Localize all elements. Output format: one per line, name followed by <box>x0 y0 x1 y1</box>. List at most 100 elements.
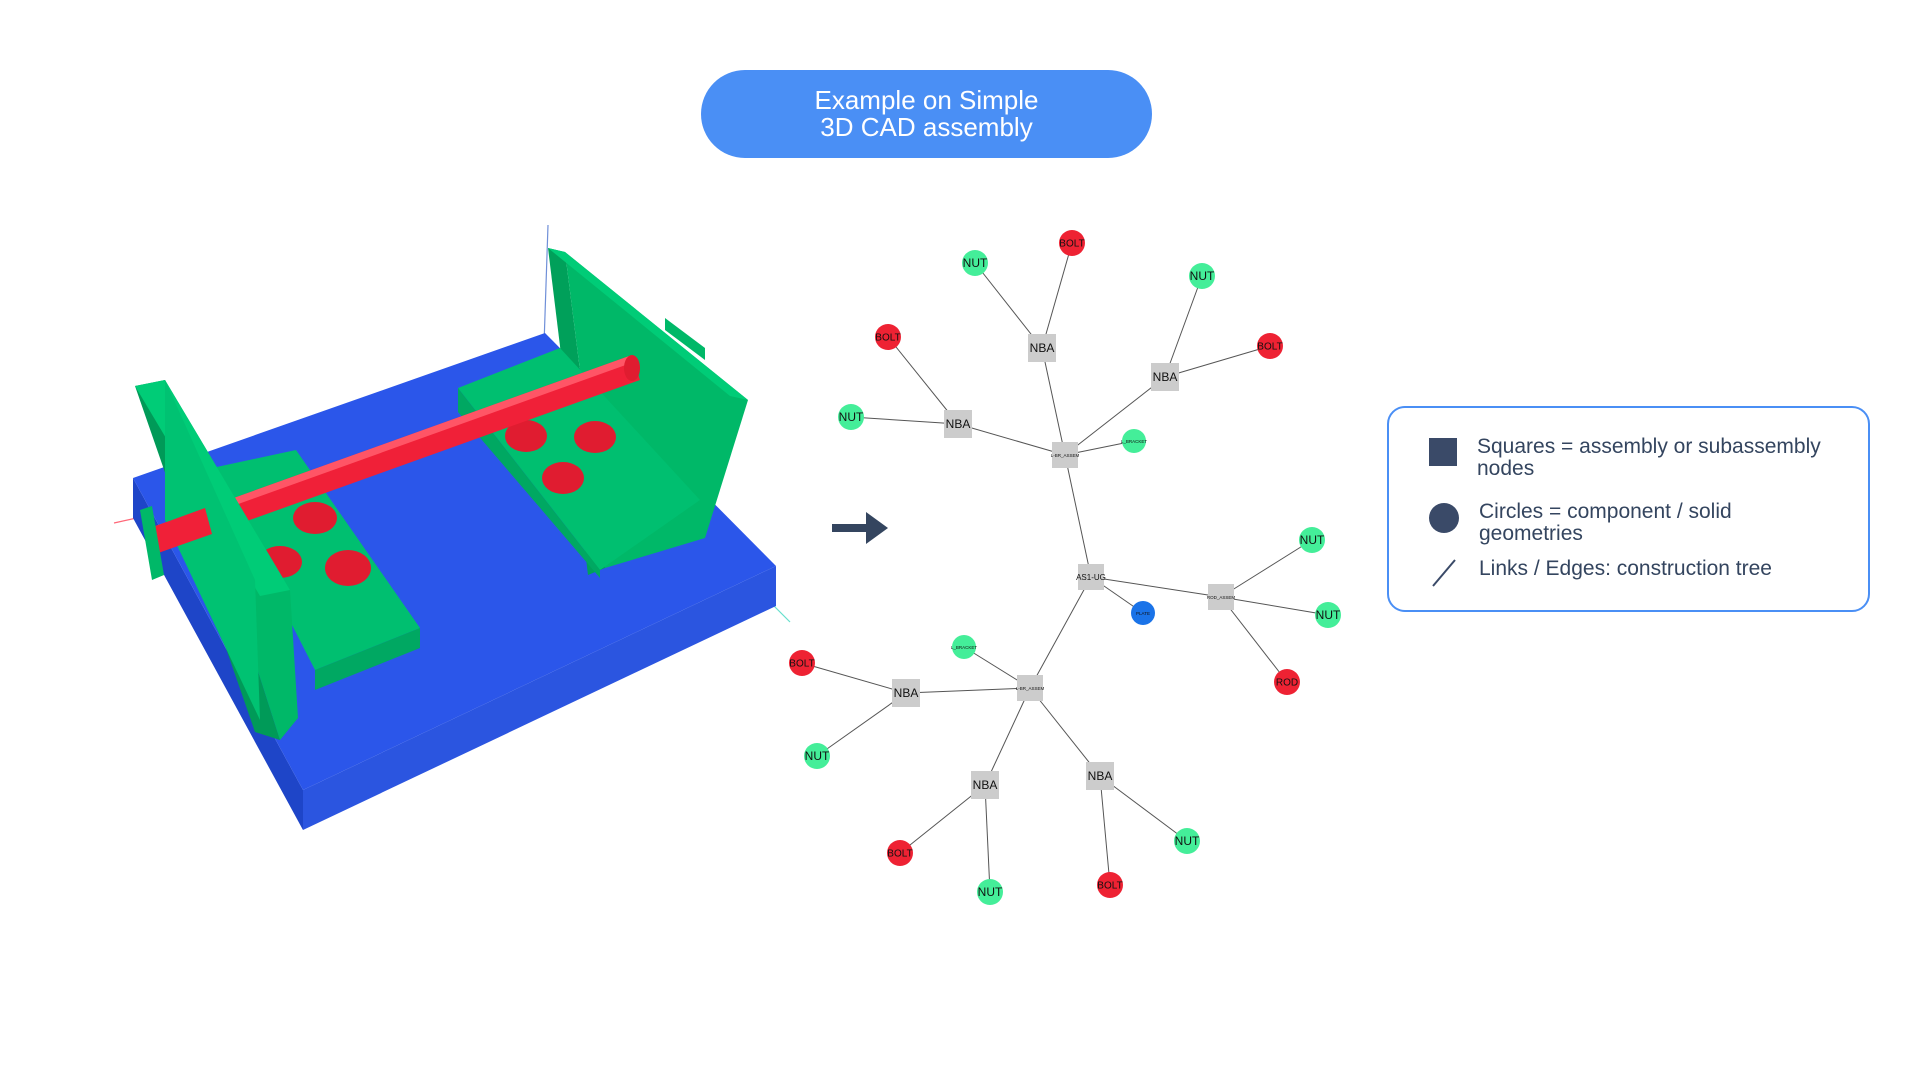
title-pill: Example on Simple 3D CAD assembly <box>701 70 1152 158</box>
circle-node-shape <box>1299 527 1325 553</box>
legend-text-links: Links / Edges: construction tree <box>1479 557 1772 580</box>
tree-edge-ubb-nba5 <box>984 687 1031 786</box>
front-bracket-upright-face <box>165 380 260 720</box>
legend-text-circles: Circles = component / solid geometries <box>1479 500 1732 545</box>
circle-icon <box>1429 503 1459 533</box>
tree-node-label: AS1-UG <box>1076 573 1106 582</box>
tree-node-nba1: NBA <box>1028 334 1056 362</box>
circle-node-shape <box>1315 602 1341 628</box>
tree-edge-root-ubt <box>1064 454 1092 578</box>
rod-highlight <box>150 355 634 535</box>
z-axis-line <box>543 224 549 346</box>
tree-node-nba4: NBA <box>892 679 920 707</box>
tree-edge-nba5-bb_nut2 <box>984 784 991 893</box>
tree-node-r_nut2: NUT <box>1315 602 1341 628</box>
tree-node-bb_bolt1: BOLT <box>789 650 815 676</box>
tree-node-bb_nut1: NUT <box>804 743 830 769</box>
tree-node-label: NBA <box>946 417 971 431</box>
base-plate-side-front <box>303 566 776 830</box>
legend-row-links: Links / Edges: construction tree <box>1429 558 1839 588</box>
tree-node-label: NUT <box>1316 608 1341 622</box>
tree-edge-nba2-bt_nut2 <box>1164 275 1203 378</box>
tree-edge-nba6-bb_bolt3 <box>1099 775 1111 886</box>
tree-node-bt_bolt1: BOLT <box>1059 230 1085 256</box>
square-node-shape <box>1078 564 1104 590</box>
assembly-tree-graph: AS1-UG L-BR_ASSEM NBA NBA NBA NUT BOLT NUT BOLT N… <box>789 230 1341 905</box>
tree-node-ubb: L-BR_ASSEM <box>1016 675 1045 701</box>
square-node-shape <box>1017 675 1043 701</box>
line-icon <box>1432 559 1456 587</box>
tree-node-label: BOLT <box>1059 239 1084 250</box>
tree-edge-nba3-bt_nut3 <box>850 416 959 425</box>
tree-node-label: BOLT <box>1097 881 1122 892</box>
circle-node-shape <box>804 743 830 769</box>
circle-node-shape <box>962 250 988 276</box>
tree-node-bb_bolt2: BOLT <box>887 840 913 866</box>
circle-node-shape <box>1189 263 1215 289</box>
tree-node-label: NUT <box>1190 269 1215 283</box>
tree-edge-rod_asm-r_rod <box>1220 596 1288 683</box>
tree-node-label: NUT <box>839 410 864 424</box>
tree-node-nba2: NBA <box>1151 363 1179 391</box>
legend-box: Squares = assembly or subassembly nodes … <box>1387 406 1870 612</box>
back-foot-hole-3 <box>542 462 584 494</box>
tree-node-nba3: NBA <box>944 410 972 438</box>
front-foot-hole-1 <box>293 502 337 534</box>
rod-front-stub <box>150 508 212 553</box>
tree-edge-root-rod_asm <box>1090 576 1222 598</box>
tree-node-label: NBA <box>973 778 998 792</box>
tree-edge-nba4-bb_bolt1 <box>801 662 907 694</box>
tree-node-label: L_BRACKET <box>1121 439 1148 444</box>
circle-node-shape <box>1122 429 1146 453</box>
legend-text-squares: Squares = assembly or subassembly nodes <box>1477 435 1821 480</box>
rod-body <box>150 355 640 553</box>
circle-node-shape <box>875 324 901 350</box>
front-bracket-foot-edge <box>315 628 420 690</box>
title-line-2: 3D CAD assembly <box>820 112 1033 142</box>
tree-node-label: NBA <box>1088 769 1113 783</box>
tree-edge-ubt-nba2 <box>1064 376 1166 456</box>
square-node-shape <box>892 679 920 707</box>
tree-node-nba5: NBA <box>971 771 999 799</box>
tree-node-bb_nut2: NUT <box>977 879 1003 905</box>
tree-edge-rod_asm-r_nut2 <box>1220 596 1329 616</box>
title-line-1: Example on Simple <box>814 85 1039 115</box>
tree-node-label: PLATE <box>1136 611 1150 616</box>
tree-node-bb_nut3: NUT <box>1174 828 1200 854</box>
circle-node-shape <box>1131 601 1155 625</box>
tree-node-plate: PLATE <box>1131 601 1155 625</box>
tree-edge-nba2-bt_bolt2 <box>1164 345 1271 378</box>
square-node-shape <box>1086 762 1114 790</box>
tree-edge-rod_asm-r_nut1 <box>1220 539 1313 598</box>
tree-node-label: BOLT <box>887 849 912 860</box>
circle-node-shape <box>838 404 864 430</box>
square-icon <box>1429 438 1457 466</box>
tree-edge-ubb-nba6 <box>1029 687 1101 777</box>
tree-edge-nba1-bt_bolt1 <box>1041 242 1073 349</box>
front-foot-hole-3 <box>325 550 371 586</box>
tree-node-root: AS1-UG <box>1076 564 1106 590</box>
tree-edge-ubb-nba4 <box>905 687 1031 694</box>
square-node-shape <box>1052 442 1078 468</box>
tree-node-bt_bracket: L_BRACKET <box>1121 429 1148 453</box>
circle-node-shape <box>1274 669 1300 695</box>
tree-node-bt_nut2: NUT <box>1189 263 1215 289</box>
tree-edge-root-ubb <box>1029 576 1092 689</box>
square-node-shape <box>944 410 972 438</box>
tree-node-label: NBA <box>894 686 919 700</box>
tree-node-label: BOLT <box>1257 342 1282 353</box>
back-bracket-upright-top <box>548 248 748 400</box>
circle-node-shape <box>1097 872 1123 898</box>
tree-edge-nba6-bb_nut3 <box>1099 775 1188 842</box>
circle-node-shape <box>977 879 1003 905</box>
tree-node-bb_bolt3: BOLT <box>1097 872 1123 898</box>
circle-node-shape <box>1257 333 1283 359</box>
tree-edge-nba4-bb_nut1 <box>816 692 907 757</box>
tree-node-label: ROD <box>1276 678 1298 689</box>
tree-node-label: BOLT <box>875 333 900 344</box>
back-bracket-foot-edge <box>458 388 600 578</box>
rod-front-end <box>140 506 164 580</box>
tree-node-label: NUT <box>805 749 830 763</box>
tree-node-bt_nut1: NUT <box>962 250 988 276</box>
tree-node-r_rod: ROD <box>1274 669 1300 695</box>
